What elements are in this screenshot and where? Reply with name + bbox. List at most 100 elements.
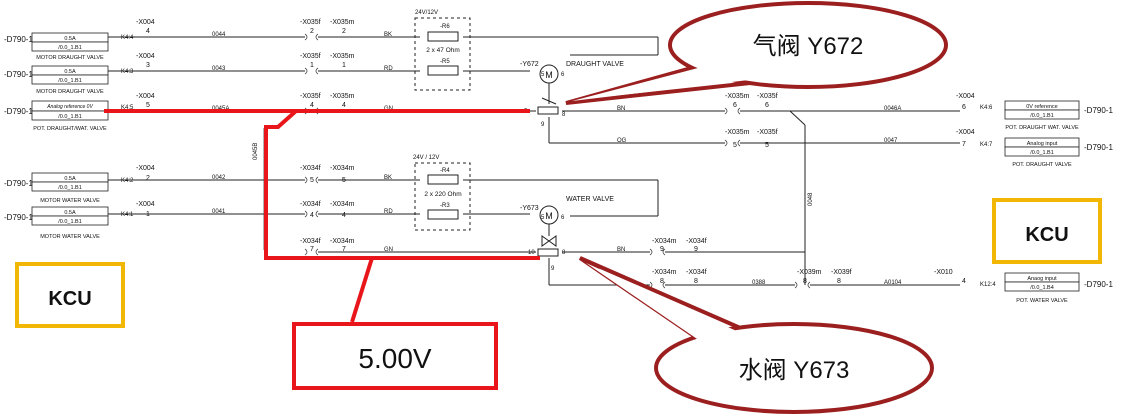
- pin-label: 7: [962, 141, 966, 148]
- wire-number: 0048: [808, 192, 814, 206]
- module-tag: -D790-1: [4, 213, 33, 222]
- connector-label: -X034m: [330, 201, 355, 208]
- connector-label: -X004: [136, 165, 155, 172]
- connector-label: -X035f: [757, 129, 778, 136]
- voltage-value: 5.00V: [358, 343, 431, 374]
- resistor-label: -R3: [440, 203, 450, 209]
- connector-label: -X004: [956, 129, 975, 136]
- resistor-r4: [427, 174, 459, 185]
- module-rating: Analog input: [1027, 141, 1058, 147]
- module-rating: 0.5A: [64, 176, 76, 182]
- pin-label: 5: [733, 142, 737, 149]
- wire-number: 0041: [212, 209, 226, 215]
- wire-color: BN: [617, 247, 625, 253]
- wire-number: A0104: [884, 280, 902, 286]
- resistor-r6: [427, 31, 459, 42]
- pin-label: 8: [562, 112, 566, 118]
- module-tag: -D790-1: [1084, 106, 1113, 115]
- resistor-label: -R4: [440, 168, 450, 174]
- right-module-1: -X004 6 K4:6 0V reference /0.0_1.B1 POT.…: [956, 93, 1113, 131]
- pin-label: 6: [561, 72, 565, 78]
- connector-label: -X034f: [300, 201, 321, 208]
- terminal-label: K4:2: [121, 178, 134, 184]
- kcu-text: KCU: [1025, 224, 1068, 246]
- resistor-label: -R6: [440, 24, 450, 30]
- device-tag: -Y672: [520, 61, 539, 68]
- pin-label: 1: [310, 62, 314, 69]
- connector-label: -X035m: [330, 93, 355, 100]
- wire-number: 0047: [884, 138, 898, 144]
- module-tag: -D790-1: [4, 179, 33, 188]
- device-name: DRAUGHT VALVE: [566, 61, 624, 68]
- pin-label: 4: [342, 212, 346, 219]
- module-caption: MOTOR DRAUGHT VALVE: [36, 55, 104, 61]
- module-ref: /0.0_1.B1: [1030, 113, 1054, 119]
- module-caption: MOTOR DRAUGHT VALVE: [36, 89, 104, 95]
- connector-label: -X034m: [330, 165, 355, 172]
- potentiometer-symbol: [537, 248, 559, 257]
- pin-label: 6: [733, 102, 737, 109]
- pin-label: 4: [310, 212, 314, 219]
- pin-label: 2: [310, 28, 314, 35]
- terminal-label: K4:7: [980, 142, 993, 148]
- module-ref: /0.0_1.B1: [58, 45, 82, 51]
- terminal-label: K12:4: [980, 282, 996, 288]
- pin-label: 8: [562, 250, 566, 256]
- pin-label: 5: [541, 215, 545, 221]
- resistor-label: -R5: [440, 59, 450, 65]
- valve-symbol: [541, 235, 557, 247]
- connector-label: -X035m: [725, 129, 750, 136]
- wire-color: OG: [617, 138, 627, 144]
- pin-label: 5: [541, 72, 545, 78]
- terminal-label: K4:1: [121, 212, 134, 218]
- pin-label: 3: [146, 62, 150, 69]
- left-module-5: -D790-1 0.5A /0.0_1.B1 MOTOR WATER VALVE…: [4, 206, 134, 240]
- pin-label: 9: [541, 122, 545, 128]
- pin-label: 5: [310, 177, 314, 184]
- wire-color: GN: [384, 247, 393, 253]
- pin-label: 8: [837, 278, 841, 285]
- connector-label: -X035m: [330, 19, 355, 26]
- connector-label: -X004: [136, 201, 155, 208]
- module-ref: /0.0_1.B1: [58, 219, 82, 225]
- module-caption: POT. DRAUGHT VALVE: [1012, 162, 1072, 168]
- pin-label: 8: [694, 278, 698, 285]
- pin-label: 4: [962, 278, 966, 285]
- left-module-2: -D790-1 0.5A /0.0_1.B1 MOTOR DRAUGHT VAL…: [4, 65, 134, 95]
- connector-label: -X004: [136, 53, 155, 60]
- wire-color: RD: [384, 209, 393, 215]
- connector-label: -X034m: [652, 269, 677, 276]
- terminal-label: K4:3: [121, 69, 134, 75]
- module-caption: POT. WATER VALVE: [1016, 298, 1068, 304]
- wire-color: BN: [617, 106, 625, 112]
- pin-label: 4: [146, 28, 150, 35]
- pin-label: 6: [962, 104, 966, 111]
- connector-label: -X035f: [300, 19, 321, 26]
- connector-label: -X004: [136, 19, 155, 26]
- module-tag: -D790-1: [4, 70, 33, 79]
- callout-water-valve: 水阀 Y673: [578, 256, 934, 414]
- voltage-box: 5.00V: [292, 322, 498, 390]
- module-ref: /0.0_1.B1: [58, 78, 82, 84]
- connector-label: -X010: [934, 269, 953, 276]
- pin-label: 9: [660, 246, 664, 253]
- highlighted-signal-path: [104, 109, 540, 323]
- connector-label: -X034m: [652, 238, 677, 245]
- resistor-r5: [427, 65, 459, 76]
- wire-color: BK: [384, 175, 392, 181]
- module-rating: Anaog input: [1027, 276, 1057, 282]
- pin-label: 8: [660, 278, 664, 285]
- wire-color: RD: [384, 66, 393, 72]
- potentiometer-symbol: [537, 106, 559, 115]
- pin-label: 9: [694, 246, 698, 253]
- module-ref: /0.0_1.B1: [58, 185, 82, 191]
- terminal-label: K4:6: [980, 105, 993, 111]
- pin-label: 4: [342, 102, 346, 109]
- left-module-4: -D790-1 0.5A /0.0_1.B1 MOTOR WATER VALVE…: [4, 172, 134, 204]
- water-valve-circuit: -X004 2 -X004 1 -X034f -X034m 5 5 -X034f…: [108, 165, 966, 289]
- pin-label: 1: [146, 211, 150, 218]
- connector-label: -X034m: [330, 238, 355, 245]
- pin-label: 4: [310, 102, 314, 109]
- module-rating: Analog reference 0V: [46, 104, 93, 110]
- module-tag: -D790-1: [1084, 280, 1113, 289]
